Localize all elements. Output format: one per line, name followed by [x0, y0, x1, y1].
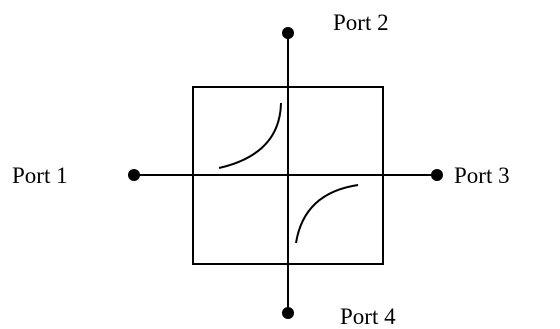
coupling-arc-lower [295, 184, 359, 244]
port-3-label: Port 3 [454, 163, 510, 188]
port-2-label: Port 2 [333, 10, 389, 35]
port-1-label: Port 1 [12, 163, 68, 188]
port-3-terminal [431, 169, 443, 181]
coupling-arc-upper [218, 102, 282, 169]
port-4-label: Port 4 [340, 304, 396, 329]
port-2-terminal [282, 27, 294, 39]
port-4-terminal [282, 307, 294, 319]
port-1-terminal [128, 169, 140, 181]
